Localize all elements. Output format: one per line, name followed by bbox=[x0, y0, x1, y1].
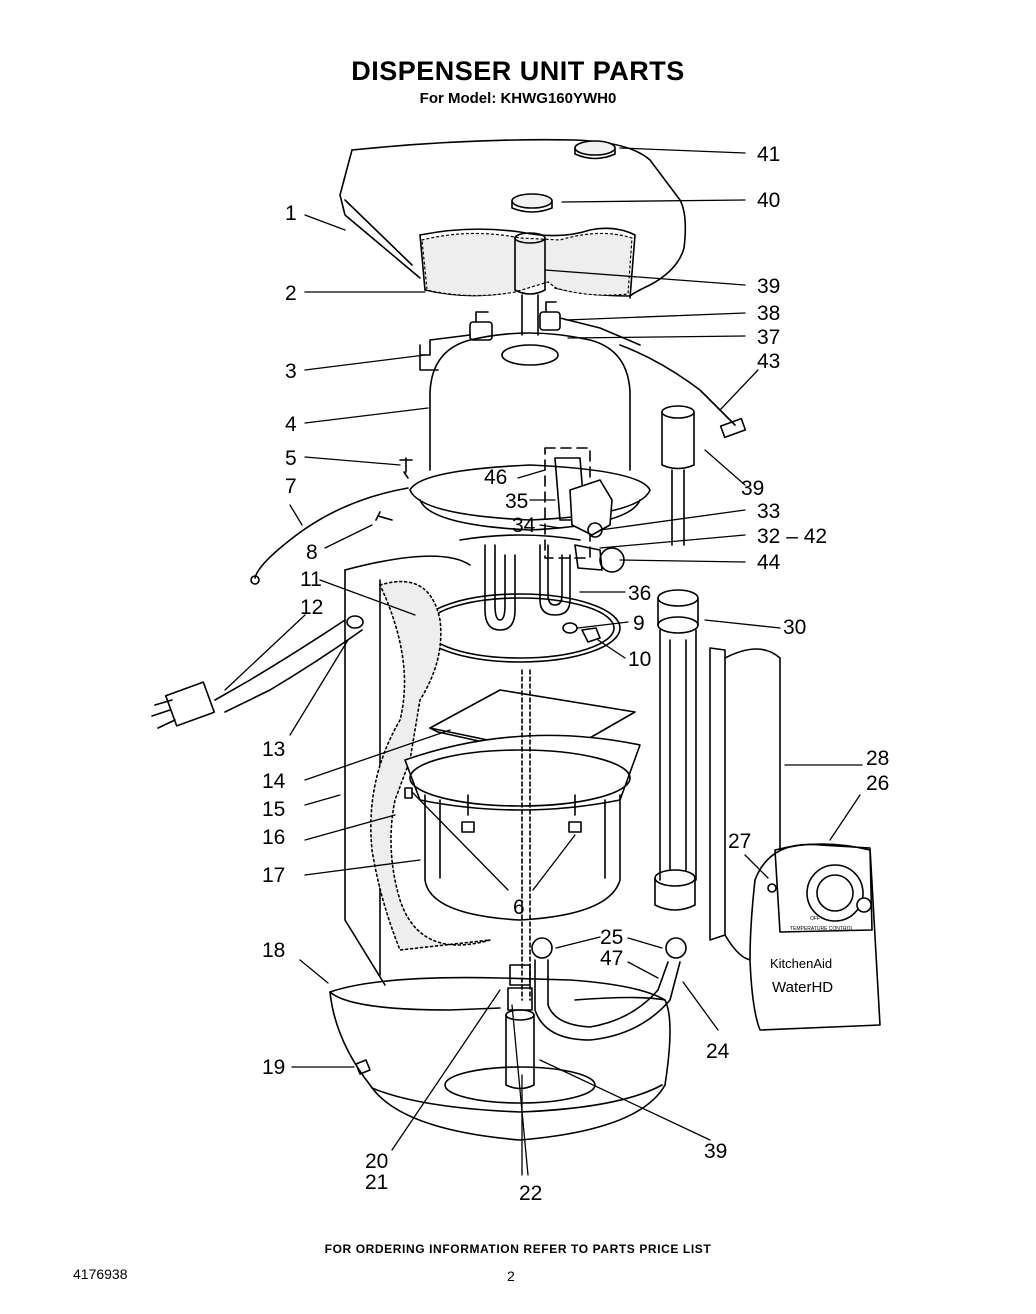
callout-39: 39 bbox=[757, 275, 780, 298]
callout-41: 41 bbox=[757, 143, 780, 166]
page-title: DISPENSER UNIT PARTS bbox=[351, 56, 685, 86]
page-number: 2 bbox=[507, 1268, 515, 1284]
bolt-6a-part bbox=[461, 794, 475, 833]
off-label-text: OFF bbox=[810, 916, 820, 922]
callout-46: 46 bbox=[484, 466, 507, 489]
thermostat-terminals-part bbox=[469, 301, 641, 346]
callout-2: 2 bbox=[285, 282, 297, 305]
callout-4: 4 bbox=[285, 413, 297, 436]
gasket-ring-part bbox=[419, 593, 621, 663]
callout-6: 6 bbox=[513, 896, 525, 919]
lower-tank-part bbox=[404, 734, 641, 921]
callout-39-right: 39 bbox=[741, 477, 764, 500]
callout-18: 18 bbox=[262, 939, 285, 962]
callout-36: 36 bbox=[628, 582, 651, 605]
callout-19: 19 bbox=[262, 1056, 285, 1079]
callout-28: 28 bbox=[866, 747, 889, 770]
callout-32-42: 32 – 42 bbox=[757, 525, 827, 548]
screw-8-part bbox=[375, 511, 393, 521]
callout-13: 13 bbox=[262, 738, 285, 761]
callout-8: 8 bbox=[306, 541, 318, 564]
callout-1: 1 bbox=[285, 202, 297, 225]
screw-5-part bbox=[399, 457, 413, 479]
power-cord-part bbox=[151, 615, 364, 729]
ground-wire-part bbox=[254, 487, 409, 579]
washer-9-part bbox=[562, 622, 578, 634]
brand-label-text: KitchenAid bbox=[770, 956, 832, 971]
control-label-text: TEMPERATURE CONTROL bbox=[790, 926, 853, 932]
ordering-note: FOR ORDERING INFORMATION REFER TO PARTS … bbox=[324, 1242, 712, 1256]
cover-insulation-part bbox=[421, 232, 633, 297]
callout-38: 38 bbox=[757, 302, 780, 325]
callout-26: 26 bbox=[866, 772, 889, 795]
callout-30: 30 bbox=[783, 616, 806, 639]
callout-44: 44 bbox=[757, 551, 781, 574]
hot-water-tank-part bbox=[419, 332, 631, 471]
document-number: 4176938 bbox=[73, 1266, 128, 1282]
callout-21: 21 bbox=[365, 1171, 388, 1194]
drain-hose-part bbox=[531, 937, 687, 1041]
wire-43-part bbox=[619, 344, 736, 426]
right-tube-part bbox=[661, 405, 695, 546]
cap-41-part bbox=[574, 140, 616, 156]
foot-19-part bbox=[355, 1059, 371, 1075]
callout-47: 47 bbox=[600, 947, 623, 970]
callout-5: 5 bbox=[285, 447, 297, 470]
callout-27: 27 bbox=[728, 830, 751, 853]
callout-34: 34 bbox=[512, 514, 536, 537]
callout-37: 37 bbox=[757, 326, 780, 349]
callout-20: 20 bbox=[365, 1150, 388, 1173]
callout-12: 12 bbox=[300, 596, 323, 619]
heating-element-part bbox=[459, 534, 581, 631]
vent-tube-part bbox=[514, 232, 546, 336]
callout-10: 10 bbox=[628, 648, 651, 671]
model-subtitle: For Model: KHWG160YWH0 bbox=[419, 90, 617, 107]
bolt-6b-part bbox=[568, 794, 582, 833]
drain-fitting-part bbox=[505, 964, 535, 1090]
side-insulation-part bbox=[370, 580, 491, 951]
callout-3: 3 bbox=[285, 360, 297, 383]
callout-15: 15 bbox=[262, 798, 285, 821]
product-label-text: WaterHD bbox=[772, 979, 833, 996]
callout-24: 24 bbox=[706, 1040, 730, 1063]
callout-40: 40 bbox=[757, 189, 780, 212]
callout-11: 11 bbox=[300, 568, 322, 591]
callout-17: 17 bbox=[262, 864, 285, 887]
water-hose-part bbox=[654, 589, 699, 911]
callout-22: 22 bbox=[519, 1182, 542, 1205]
callout-33: 33 bbox=[757, 500, 780, 523]
callout-35: 35 bbox=[505, 490, 528, 513]
nut-10-part bbox=[581, 627, 601, 643]
cap-40-part bbox=[511, 193, 553, 209]
callout-7: 7 bbox=[285, 475, 297, 498]
callout-16: 16 bbox=[262, 826, 285, 849]
callout-39-bottom: 39 bbox=[704, 1140, 727, 1163]
base-part bbox=[329, 976, 671, 1141]
callout-9: 9 bbox=[633, 612, 645, 635]
callout-25: 25 bbox=[600, 926, 623, 949]
callout-14: 14 bbox=[262, 770, 286, 793]
control-panel-part bbox=[749, 843, 881, 1031]
callout-43: 43 bbox=[757, 350, 780, 373]
